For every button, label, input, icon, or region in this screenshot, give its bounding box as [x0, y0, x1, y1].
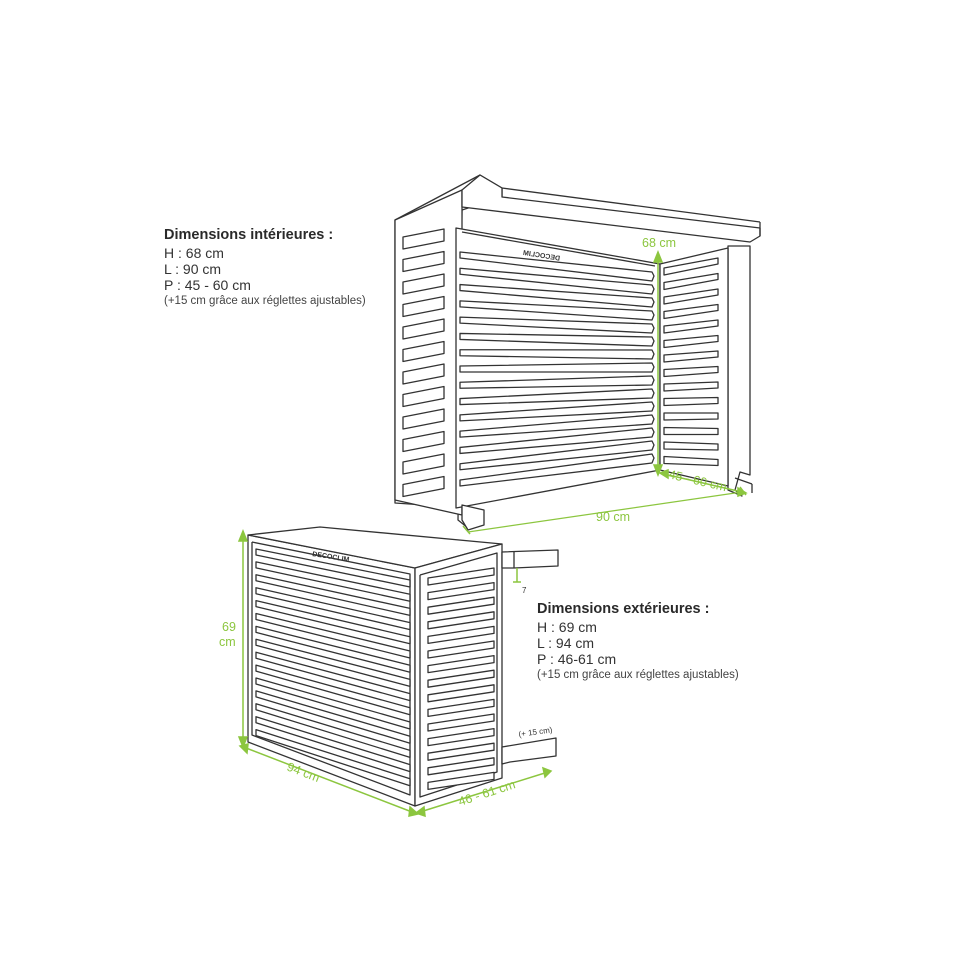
- louver-slat: [459, 388, 655, 406]
- louver-slat: [402, 228, 445, 250]
- exterior-depth: P : 46-61 cm: [537, 651, 617, 667]
- louver-slat: [255, 574, 411, 617]
- louver-slat: [663, 426, 719, 436]
- louver-slat: [402, 453, 445, 475]
- louver-slat: [663, 257, 719, 276]
- louver-slat: [255, 690, 411, 744]
- interior-note: (+15 cm grâce aux réglettes ajustables): [164, 295, 366, 307]
- interior-right-slats: [663, 257, 719, 467]
- exterior-dimensions-block: Dimensions extérieures : H : 69 cm L : 9…: [537, 601, 739, 683]
- louver-slat: [663, 365, 719, 378]
- interior-dimensions-block: Dimensions intérieures : H : 68 cm L : 9…: [164, 227, 366, 309]
- louver-slat: [459, 349, 655, 360]
- louver-slat: [255, 625, 411, 673]
- louver-slat: [459, 267, 655, 295]
- louver-slat: [459, 427, 655, 455]
- exterior-side-slats: [427, 567, 495, 791]
- louver-slat: [427, 654, 495, 674]
- louver-slat: [427, 742, 495, 761]
- louver-slat: [459, 283, 655, 308]
- louver-slat: [255, 677, 411, 730]
- louver-slat: [663, 441, 719, 451]
- louver-slat: [255, 703, 411, 759]
- louver-slat: [663, 272, 719, 291]
- louver-slat: [402, 363, 445, 385]
- label-top-width: 90 cm: [596, 510, 630, 524]
- louver-slat: [459, 414, 655, 438]
- louver-slat: [255, 651, 411, 702]
- louver-slat: [427, 640, 495, 659]
- louver-slat: [663, 288, 719, 305]
- exterior-note: (+15 cm grâce aux réglettes ajustables): [537, 669, 739, 681]
- louver-slat: [255, 716, 411, 773]
- louver-slat: [255, 664, 411, 716]
- louver-slat: [663, 396, 719, 407]
- louver-slat: [427, 698, 495, 718]
- louver-slat: [402, 430, 445, 453]
- louver-slat: [255, 599, 411, 645]
- louver-slat: [459, 251, 655, 282]
- louver-slat: [459, 440, 655, 471]
- interior-back-slats: [459, 251, 655, 487]
- louver-slat: [255, 612, 411, 659]
- louver-slat: [402, 340, 445, 363]
- interior-height: H : 68 cm: [164, 245, 224, 261]
- exterior-front-slats: [255, 548, 411, 787]
- louver-slat: [459, 401, 655, 422]
- louver-slat: [663, 319, 719, 334]
- louver-slat: [255, 548, 411, 588]
- interior-depth: P : 45 - 60 cm: [164, 277, 251, 293]
- interior-title: Dimensions intérieures :: [164, 227, 334, 243]
- louver-slat: [427, 771, 495, 791]
- label-adjust: (+ 15 cm): [518, 725, 553, 739]
- louver-slat: [255, 561, 411, 602]
- label-gap: 7: [522, 586, 527, 595]
- louver-slat: [427, 684, 495, 703]
- louver-slat: [427, 611, 495, 630]
- louver-slat: [663, 334, 719, 349]
- louver-slat: [427, 581, 495, 601]
- louver-slat: [663, 303, 719, 320]
- exterior-title: Dimensions extérieures :: [537, 601, 710, 617]
- interior-length: L : 90 cm: [164, 261, 222, 277]
- louver-slat: [663, 412, 719, 421]
- louver-slat: [459, 332, 655, 347]
- label-top-height: 68 cm: [642, 236, 676, 250]
- louver-slat: [663, 455, 719, 467]
- louver-slat: [402, 385, 445, 408]
- louver-slat: [459, 362, 655, 373]
- louver-slat: [402, 475, 445, 498]
- louver-slat: [427, 567, 495, 586]
- label-bottom-height-unit: cm: [219, 635, 236, 649]
- louver-slat: [459, 375, 655, 389]
- louver-slat: [427, 727, 495, 747]
- interior-left-slats: [402, 228, 445, 498]
- louver-slat: [402, 408, 445, 430]
- louver-slat: [255, 728, 411, 787]
- louver-slat: [427, 625, 495, 645]
- label-bottom-height-value: 69: [222, 620, 236, 634]
- louver-slat: [402, 318, 445, 340]
- louver-slat: [459, 453, 655, 487]
- louver-slat: [402, 295, 445, 318]
- louver-slat: [402, 250, 445, 273]
- louver-slat: [459, 300, 655, 321]
- louver-slat: [427, 713, 495, 732]
- exterior-height: H : 69 cm: [537, 619, 597, 635]
- louver-slat: [459, 316, 655, 334]
- louver-slat: [402, 273, 445, 295]
- louver-slat: [255, 638, 411, 688]
- louver-slat: [663, 350, 719, 363]
- louver-slat: [427, 669, 495, 688]
- exterior-length: L : 94 cm: [537, 635, 595, 651]
- louver-slat: [663, 381, 719, 392]
- louver-slat: [427, 596, 495, 615]
- louver-slat: [255, 587, 411, 631]
- dimension-lines: [237, 249, 748, 818]
- louver-slat: [427, 757, 495, 776]
